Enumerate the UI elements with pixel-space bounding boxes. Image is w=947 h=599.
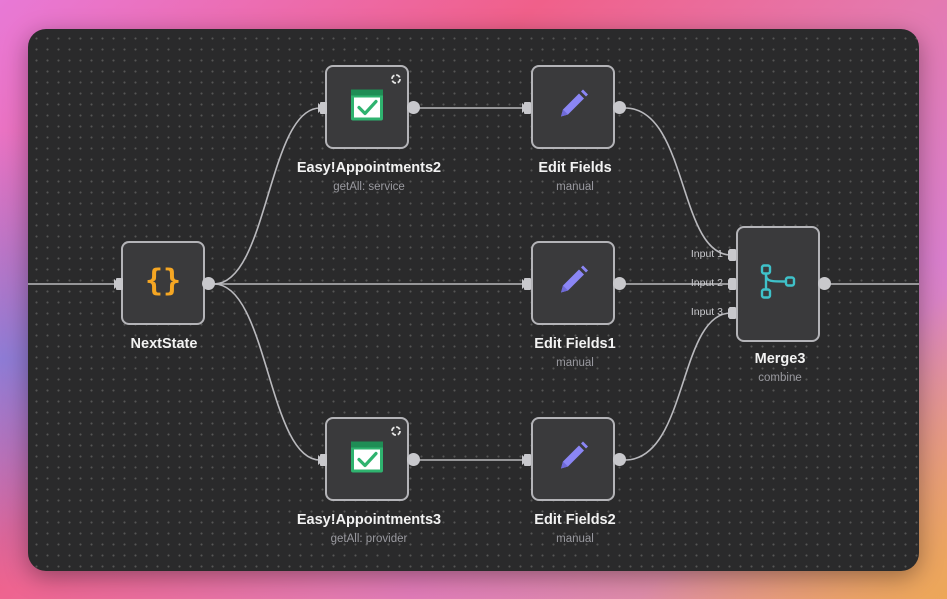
nextstate-input-port[interactable]	[116, 278, 123, 290]
merge3-input2-label: Input 2	[690, 277, 723, 289]
merge3-input3-label: Input 3	[690, 306, 723, 318]
svg-text:{}: {}	[145, 264, 181, 299]
node-edit-fields[interactable]	[531, 65, 615, 149]
node-title: Easy!Appointments2	[296, 160, 442, 176]
calendar-check-icon	[349, 87, 385, 128]
node-subtitle: getAll: provider	[330, 533, 408, 545]
node-title: Easy!Appointments3	[296, 512, 442, 528]
pencil-icon	[555, 439, 591, 480]
edit2-output-port[interactable]	[613, 453, 626, 466]
easy2-input-port[interactable]	[320, 102, 327, 114]
edit-input-port[interactable]	[524, 102, 531, 114]
curly-braces-icon: {}	[144, 262, 182, 305]
node-edit-fields2[interactable]	[531, 417, 615, 501]
easy2-output-port[interactable]	[407, 101, 420, 114]
pencil-icon	[555, 263, 591, 304]
node-title: Edit Fields1	[534, 336, 616, 352]
easy3-input-port[interactable]	[320, 454, 327, 466]
easy3-output-port[interactable]	[407, 453, 420, 466]
node-easy-appointments2[interactable]	[325, 65, 409, 149]
trigger-indicator-icon	[390, 72, 402, 84]
edit1-input-port[interactable]	[524, 278, 531, 290]
node-subtitle: manual	[556, 181, 594, 193]
workflow-canvas[interactable]: {} NextState Easy!Appointments2 getAll: …	[28, 29, 919, 571]
edit-output-port[interactable]	[613, 101, 626, 114]
merge3-input1-label: Input 1	[690, 248, 723, 260]
calendar-check-icon	[349, 439, 385, 480]
connection-nextstate-to-easy2	[213, 107, 321, 285]
node-subtitle: manual	[556, 533, 594, 545]
node-merge3[interactable]	[736, 226, 820, 342]
merge3-input3-port[interactable]	[729, 307, 736, 319]
node-title: Merge3	[754, 351, 806, 367]
pencil-icon	[555, 87, 591, 128]
merge-icon	[758, 262, 798, 307]
node-nextstate[interactable]: {}	[121, 241, 205, 325]
edit2-input-port[interactable]	[524, 454, 531, 466]
merge3-output-port[interactable]	[818, 277, 831, 290]
connections-layer	[28, 103, 919, 465]
nextstate-output-port[interactable]	[202, 277, 215, 290]
node-subtitle: combine	[758, 372, 802, 384]
connection-edit2-to-merge-input3	[624, 312, 732, 461]
node-title: Edit Fields	[538, 160, 612, 176]
node-subtitle: getAll: service	[333, 181, 405, 193]
edit1-output-port[interactable]	[613, 277, 626, 290]
node-title: Edit Fields2	[534, 512, 616, 528]
merge3-input2-port[interactable]	[729, 278, 736, 290]
connection-nextstate-to-easy3	[213, 283, 321, 461]
node-subtitle: manual	[556, 357, 594, 369]
connection-edit-to-merge-input1	[624, 107, 732, 256]
merge3-input1-port[interactable]	[729, 249, 736, 261]
node-title: NextState	[130, 336, 198, 352]
trigger-indicator-icon	[390, 424, 402, 436]
node-edit-fields1[interactable]	[531, 241, 615, 325]
node-easy-appointments3[interactable]	[325, 417, 409, 501]
